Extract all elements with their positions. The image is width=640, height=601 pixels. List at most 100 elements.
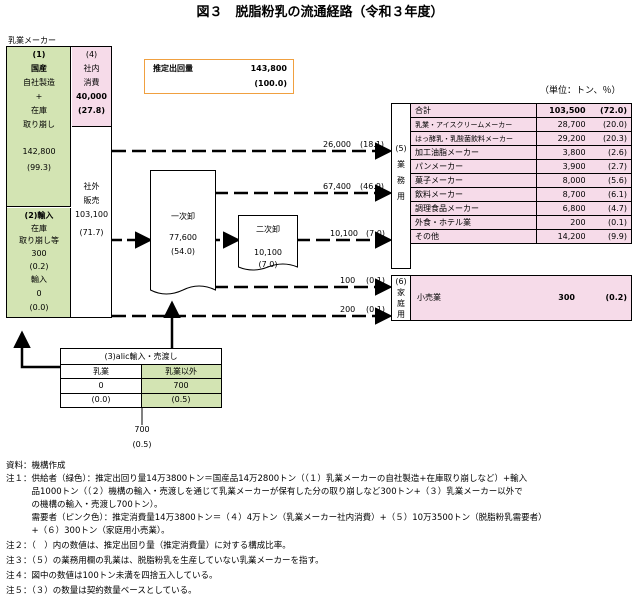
note-1e: +（６）300トン（家庭用小売業）。: [6, 526, 170, 536]
alic-col2: 乳業以外: [165, 367, 197, 376]
note-3: 注３：（５）の業務用欄の乳業は、脱脂粉乳を生産していない乳業メーカーを指す。: [6, 556, 324, 566]
secondary-label: 二次卸: [256, 225, 280, 234]
business-pct: (6.1): [589, 187, 632, 202]
alic-v1: 0: [98, 381, 104, 390]
domestic-box: (1) 国産 自社製造 + 在庫 取り崩し 142,800 (99.3): [7, 47, 71, 207]
alic-v2: 700: [173, 381, 189, 390]
household-vlabel-3: 用: [397, 310, 405, 319]
business-value: 3,800: [536, 145, 590, 160]
alic-col1: 乳業: [93, 367, 109, 376]
business-value: 8,000: [536, 173, 590, 188]
flow-3-pct: (7.0): [366, 229, 385, 238]
domestic-l2: +: [35, 92, 43, 101]
alic-flow-value: 700: [134, 425, 150, 434]
import-pct: (0.2): [29, 262, 49, 271]
business-name: 調理食品メーカー: [409, 201, 538, 216]
external-value: 103,100: [74, 210, 109, 219]
business-vlabel-3: 用: [397, 192, 405, 201]
flow-3-value: 10,100: [330, 229, 358, 238]
business-pct: (20.0): [589, 117, 632, 132]
business-value: 29,200: [536, 131, 590, 146]
internal-l1: 社内: [83, 64, 100, 73]
alic-p2: (0.5): [171, 395, 191, 404]
domestic-l3: 在庫: [31, 106, 47, 115]
shipment-label: 推定出回量: [153, 64, 193, 73]
import-num: (2)輸入: [24, 211, 54, 220]
internal-l2: 消費: [83, 78, 100, 87]
business-name: 加工油脂メーカー: [409, 145, 538, 160]
alic-box: (3)alic輸入・売渡し 乳業 乳業以外 0 700 (0.0) (0.5): [60, 348, 222, 408]
note-4: 注４：図中の数値は100トン未満を四捨五入している。: [6, 571, 218, 581]
business-value: 28,700: [536, 117, 590, 132]
business-name: 飲料メーカー: [409, 187, 538, 202]
business-name: はっ酵乳・乳酸菌飲料メーカー: [409, 131, 538, 146]
flow-5-value: 200: [340, 305, 356, 314]
business-pct: (0.1): [589, 215, 632, 230]
household-value: 300: [558, 293, 575, 302]
primary-pct: (54.0): [170, 247, 196, 256]
note-5: 注５：（３）の数量は契約数量ベースとしている。: [6, 586, 197, 596]
business-vlabel-1: 業: [397, 160, 405, 169]
secondary-pct: (7.0): [258, 260, 278, 269]
business-value: 14,200: [536, 229, 590, 244]
business-pct: (9.9): [589, 229, 632, 244]
primary-value: 77,600: [169, 233, 197, 242]
business-name: 菓子メーカー: [409, 173, 538, 188]
maker-label: 乳業メーカー: [8, 36, 56, 45]
internal-pct: (27.8): [77, 106, 106, 115]
business-name: その他: [409, 229, 538, 244]
domestic-value: 142,800: [22, 147, 56, 156]
flow-4-pct: (0.1): [366, 276, 385, 285]
import-box: (2)輸入 在庫 取り崩し等 300 (0.2) 輸入 0 (0.0): [7, 208, 71, 317]
note-1b: 品1000トン（（２）機構の輸入・売渡しを通じて乳業メーカーが保有した分の取り崩…: [6, 487, 523, 497]
domestic-num: (1): [32, 50, 46, 59]
import-sub: 輸入: [31, 275, 47, 284]
alic-p1: (0.0): [91, 395, 111, 404]
diagram-title: 図３ 脱脂粉乳の流通経路（令和３年度）: [196, 5, 444, 20]
household-vlabel-2: 庭: [397, 299, 405, 308]
business-value: 6,800: [536, 201, 590, 216]
import-value: 300: [31, 249, 47, 258]
import-l2: 取り崩し等: [19, 236, 59, 245]
alic-flow-pct: (0.5): [132, 440, 152, 449]
household-vlabel-0: (6): [395, 277, 407, 286]
flow-2-value: 67,400: [323, 182, 351, 191]
household-label-box: (6) 家 庭 用: [391, 275, 411, 321]
business-value: 200: [536, 215, 590, 230]
business-name: パンメーカー: [409, 159, 538, 174]
flow-5-pct: (0.1): [366, 305, 385, 314]
flow-4-value: 100: [340, 276, 356, 285]
note-2: 注２：（ ）内の数値は、推定出回り量（推定消費量）に対する構成比率。: [6, 541, 291, 551]
flow-2-pct: (46.9): [360, 182, 385, 191]
internal-box: (4) 社内 消費 40,000 (27.8): [72, 47, 111, 127]
business-value: 3,900: [536, 159, 590, 174]
business-name: 合計: [409, 103, 538, 118]
business-vlabel-0: (5): [395, 144, 407, 153]
external-l2: 販売: [83, 196, 100, 205]
business-pct: (2.6): [589, 145, 632, 160]
unit-label: （単位：トン、％）: [540, 86, 621, 96]
business-value: 103,500: [536, 103, 590, 118]
primary-shape: [150, 170, 216, 295]
note-1a: 注１：供給者（緑色）：推定出回り量14万3800トン＝国産品14万2800トン（…: [6, 474, 528, 484]
import-l1: 在庫: [31, 224, 47, 233]
domestic-l4: 取り崩し: [23, 120, 55, 129]
domestic-name: 国産: [31, 64, 47, 73]
alic-title: (3)alic輸入・売渡し: [104, 352, 178, 361]
household-box: 小売業 300 (0.2): [410, 275, 632, 321]
import-sub-pct: (0.0): [29, 303, 49, 312]
business-pct: (72.0): [589, 103, 632, 118]
primary-label: 一次卸: [171, 212, 195, 221]
shipment-value: 143,800: [250, 64, 287, 73]
